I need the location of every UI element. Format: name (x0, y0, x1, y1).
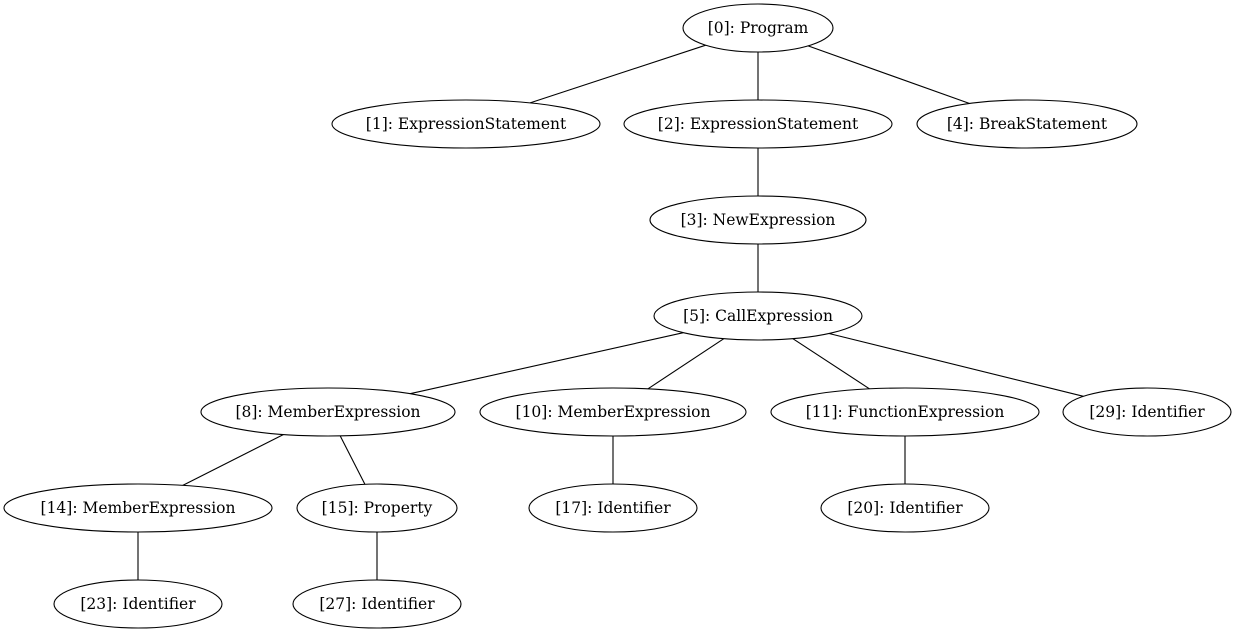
node-15: [15]: Property (296, 483, 458, 533)
node-ellipse-11 (770, 387, 1040, 437)
node-8: [8]: MemberExpression (200, 387, 456, 437)
node-0: [0]: Program (682, 3, 834, 53)
node-29: [29]: Identifier (1062, 387, 1232, 437)
node-10: [10]: MemberExpression (479, 387, 747, 437)
node-17: [17]: Identifier (528, 483, 698, 533)
node-label-0: [0]: Program (708, 19, 809, 37)
node-label-2: [2]: ExpressionStatement (658, 115, 859, 133)
node-ellipse-14 (3, 483, 273, 533)
node-2: [2]: ExpressionStatement (623, 99, 893, 149)
node-ellipse-27 (292, 579, 462, 629)
node-label-3: [3]: NewExpression (681, 211, 836, 229)
edge-layer (137, 44, 1084, 580)
node-20: [20]: Identifier (820, 483, 990, 533)
node-label-5: [5]: CallExpression (683, 307, 833, 325)
node-4: [4]: BreakStatement (916, 99, 1138, 149)
node-ellipse-20 (820, 483, 990, 533)
edge-8-15 (339, 435, 366, 485)
node-14: [14]: MemberExpression (3, 483, 273, 533)
node-ellipse-8 (200, 387, 456, 437)
edge-0-1 (529, 44, 706, 104)
edge-0-4 (807, 45, 970, 105)
node-label-27: [27]: Identifier (319, 595, 435, 613)
edge-5-11 (792, 338, 870, 390)
node-label-15: [15]: Property (322, 499, 433, 517)
node-ellipse-5 (653, 291, 863, 341)
node-label-4: [4]: BreakStatement (947, 115, 1108, 133)
node-27: [27]: Identifier (292, 579, 462, 629)
node-label-17: [17]: Identifier (555, 499, 671, 517)
node-ellipse-2 (623, 99, 893, 149)
node-label-10: [10]: MemberExpression (516, 403, 711, 421)
node-ellipse-23 (53, 579, 223, 629)
node-label-14: [14]: MemberExpression (41, 499, 236, 517)
node-label-1: [1]: ExpressionStatement (366, 115, 567, 133)
node-ellipse-0 (682, 3, 834, 53)
edge-8-14 (182, 434, 284, 486)
node-11: [11]: FunctionExpression (770, 387, 1040, 437)
node-ellipse-1 (331, 99, 601, 149)
node-1: [1]: ExpressionStatement (331, 99, 601, 149)
node-ellipse-15 (296, 483, 458, 533)
node-23: [23]: Identifier (53, 579, 223, 629)
node-ellipse-4 (916, 99, 1138, 149)
node-5: [5]: CallExpression (653, 291, 863, 341)
node-label-11: [11]: FunctionExpression (806, 403, 1005, 421)
node-ellipse-29 (1062, 387, 1232, 437)
node-ellipse-3 (649, 195, 867, 245)
edge-5-29 (828, 332, 1084, 397)
node-layer: [0]: Program [1]: ExpressionStatement [2]:… (3, 3, 1232, 629)
node-label-8: [8]: MemberExpression (235, 403, 420, 421)
node-ellipse-17 (528, 483, 698, 533)
node-3: [3]: NewExpression (649, 195, 867, 245)
node-label-23: [23]: Identifier (80, 595, 196, 613)
edge-5-8 (409, 332, 684, 395)
edge-5-10 (647, 338, 725, 390)
node-label-29: [29]: Identifier (1089, 403, 1205, 421)
node-ellipse-10 (479, 387, 747, 437)
node-label-20: [20]: Identifier (847, 499, 963, 517)
